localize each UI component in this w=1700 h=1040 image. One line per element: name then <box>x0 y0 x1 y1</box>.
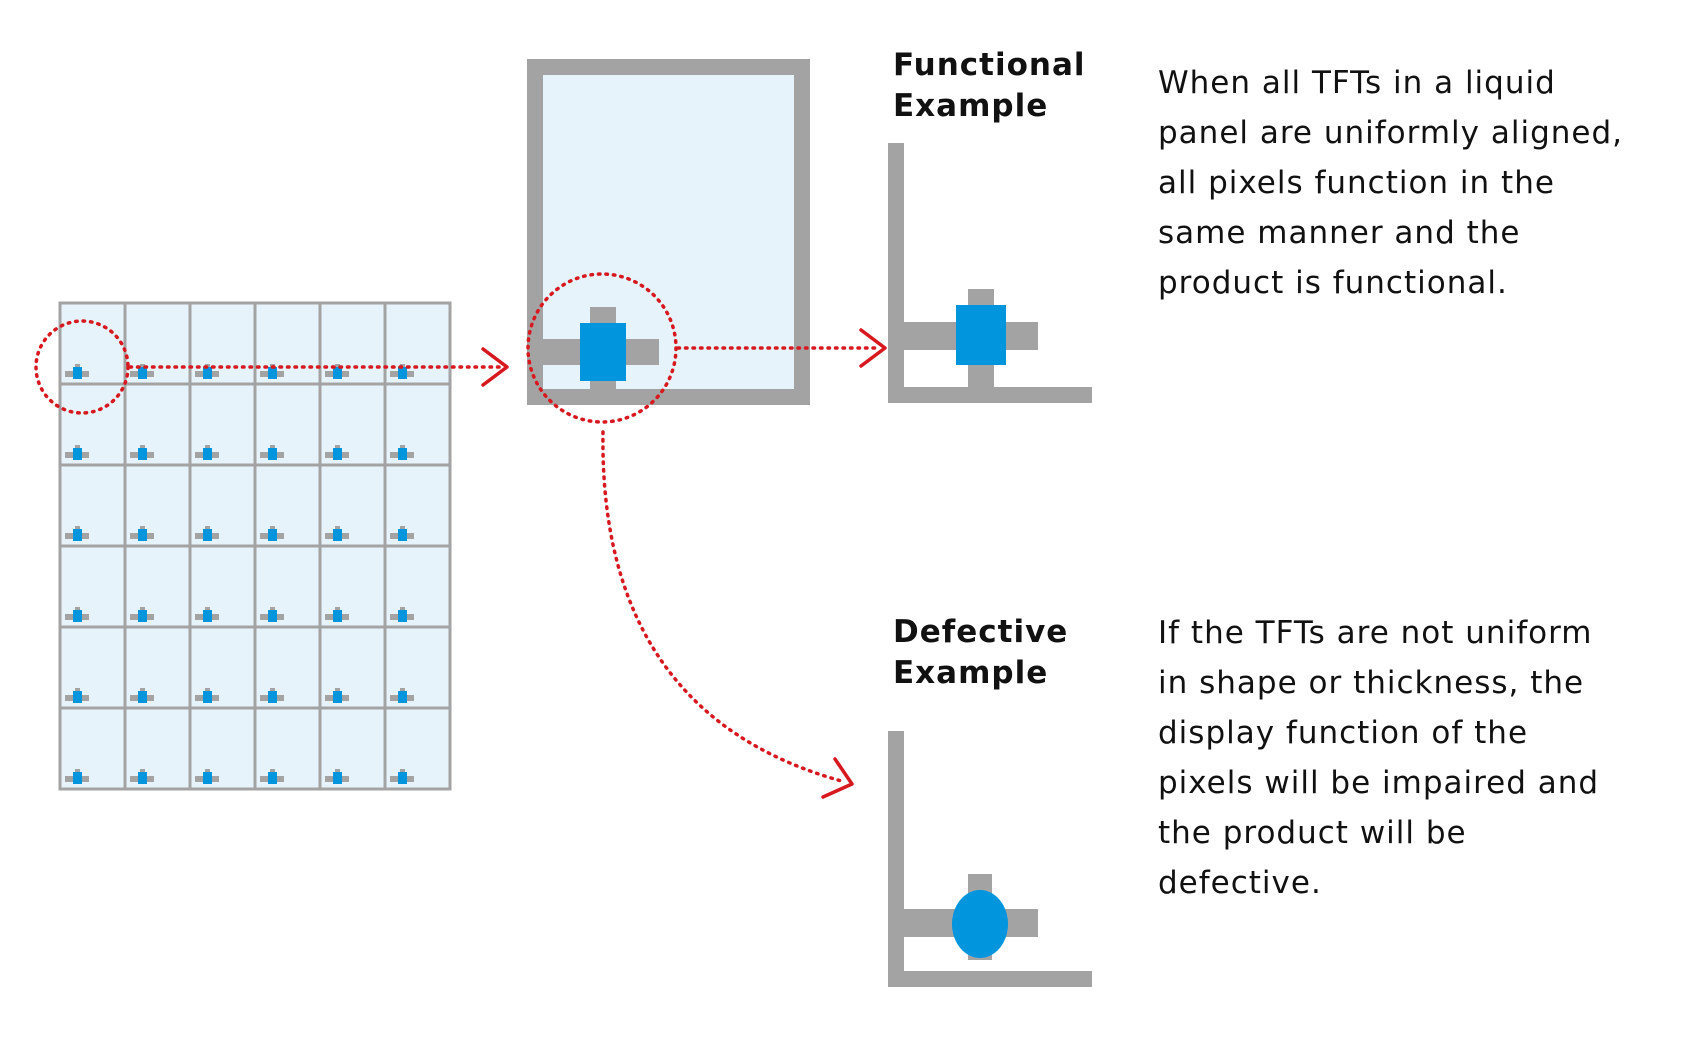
enlarged-tft-body <box>580 323 626 381</box>
enlarged-pixel <box>527 59 810 405</box>
functional-title-line: Functional <box>893 47 1086 83</box>
defective-description: If the TFTs are not uniform in shape or … <box>1158 608 1638 908</box>
panel-tft-mark <box>65 445 89 460</box>
panel-tft-mark <box>130 526 154 541</box>
panel-tft-mark <box>390 607 414 622</box>
panel-tft-mark <box>65 364 89 379</box>
defective-description-line: display function of the <box>1158 715 1529 751</box>
functional-description-line: When all TFTs in a liquid <box>1158 65 1556 101</box>
functional-description-line: all pixels function in the <box>1158 165 1555 201</box>
defective-example-title: Defective Example <box>893 612 1068 694</box>
defective-tft-illustration <box>888 731 1092 987</box>
panel-tft-mark <box>325 607 349 622</box>
panel-tft-mark <box>260 364 284 379</box>
panel-tft-mark <box>390 688 414 703</box>
enlarged-tft <box>527 307 659 397</box>
defective-description-line: defective. <box>1158 865 1322 901</box>
panel-tft-mark <box>195 364 219 379</box>
panel-tft-mark <box>195 688 219 703</box>
functional-tft-illustration <box>888 143 1092 403</box>
functional-description-line: product is functional. <box>1158 265 1508 301</box>
panel-tft-mark <box>130 364 154 379</box>
lcd-panel-grid <box>58 301 452 791</box>
panel-tft-mark <box>65 688 89 703</box>
arrow-to-defective <box>601 430 847 784</box>
panel-tft-mark <box>390 769 414 784</box>
panel-tft-mark <box>390 364 414 379</box>
arrowhead-to-functional <box>859 328 887 368</box>
panel-tft-mark <box>65 769 89 784</box>
arrowhead-to-defective <box>821 757 854 799</box>
panel-tft-mark <box>130 445 154 460</box>
panel-tft-mark <box>325 688 349 703</box>
defective-description-line: If the TFTs are not uniform <box>1158 615 1593 651</box>
panel-tft-mark <box>130 688 154 703</box>
panel-tft-mark <box>195 526 219 541</box>
panel-tft-mark <box>195 769 219 784</box>
panel-tft-mark <box>325 364 349 379</box>
panel-tft-mark <box>260 445 284 460</box>
pixel-highlight-circle <box>526 272 678 424</box>
defective-description-line: the product will be <box>1158 815 1467 851</box>
defective-title-line: Defective <box>893 614 1069 650</box>
panel-highlight-circle <box>34 319 130 415</box>
functional-description-line: panel are uniformly aligned, <box>1158 115 1623 151</box>
panel-tft-mark <box>390 526 414 541</box>
panel-tft-mark <box>260 607 284 622</box>
panel-tft-mark <box>390 445 414 460</box>
panel-tft-mark <box>260 526 284 541</box>
defective-description-line: pixels will be impaired and <box>1158 765 1600 801</box>
panel-pixel-cell <box>383 706 452 791</box>
arrowhead-panel-to-pixel <box>481 347 509 387</box>
panel-tft-mark <box>65 607 89 622</box>
panel-tft-mark <box>325 445 349 460</box>
panel-tft-mark <box>325 769 349 784</box>
panel-tft-mark <box>195 607 219 622</box>
panel-tft-mark <box>130 769 154 784</box>
panel-tft-mark <box>260 688 284 703</box>
panel-tft-mark <box>130 607 154 622</box>
panel-tft-mark <box>260 769 284 784</box>
panel-tft-mark <box>65 526 89 541</box>
functional-tft-body <box>956 305 1006 365</box>
functional-description: When all TFTs in a liquid panel are unif… <box>1158 58 1638 308</box>
functional-description-line: same manner and the <box>1158 215 1521 251</box>
functional-title-line: Example <box>893 88 1049 124</box>
defective-tft-body <box>952 890 1008 958</box>
panel-tft-mark <box>325 526 349 541</box>
functional-example-title: Functional Example <box>893 45 1086 127</box>
defective-title-line: Example <box>893 655 1049 691</box>
defective-description-line: in shape or thickness, the <box>1158 665 1585 701</box>
panel-tft-mark <box>195 445 219 460</box>
